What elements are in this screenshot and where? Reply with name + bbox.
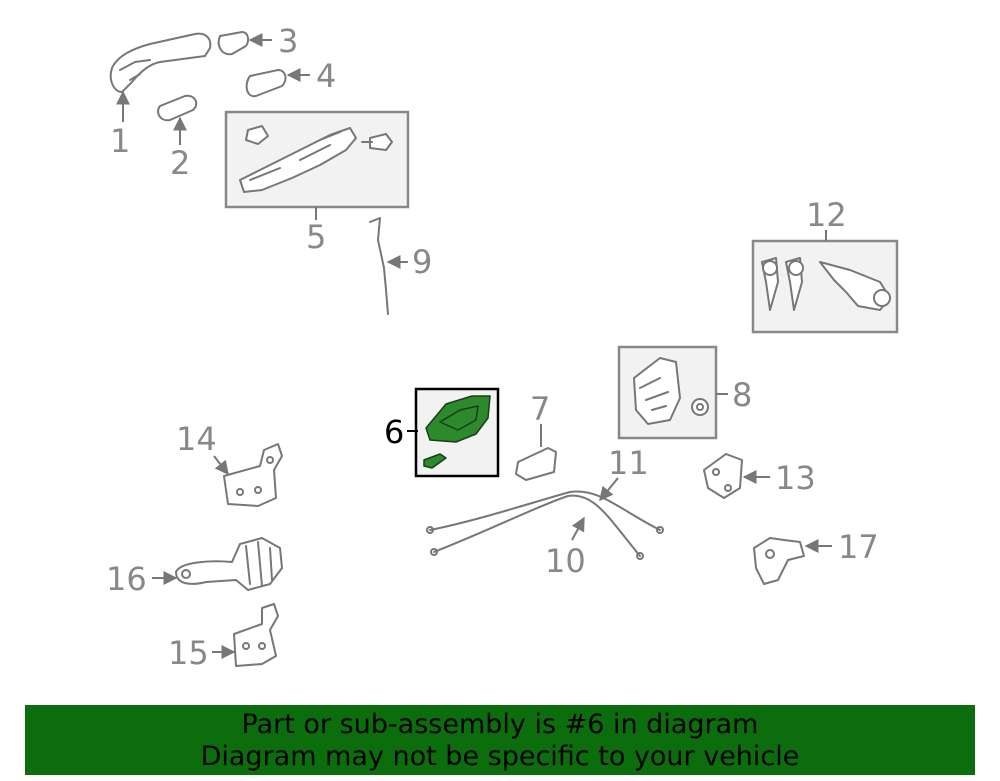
- callout-4: 4: [316, 57, 336, 95]
- part-8-latch-assembly[interactable]: 8: [617, 345, 752, 440]
- callout-11: 11: [608, 444, 649, 482]
- part-2-handle-pad[interactable]: 2: [157, 94, 198, 182]
- banner-line-2: Diagram may not be specific to your vehi…: [200, 741, 800, 772]
- callout-7: 7: [530, 390, 550, 428]
- info-banner: Part or sub-assembly is #6 in diagram Di…: [25, 705, 975, 775]
- part-13-striker[interactable]: 13: [703, 453, 816, 499]
- part-12-lock-cylinder-set[interactable]: 12: [751, 196, 899, 334]
- part-14-upper-hinge[interactable]: 14: [176, 420, 283, 507]
- part-9-rod[interactable]: 9: [369, 217, 432, 315]
- parts-diagram: 1 2 3 4 5 9: [106, 22, 899, 672]
- callout-3: 3: [278, 22, 298, 60]
- part-17-switch[interactable]: 17: [753, 528, 879, 585]
- callout-15: 15: [168, 634, 209, 672]
- banner-line-1: Part or sub-assembly is #6 in diagram: [241, 709, 759, 740]
- part-7-pad[interactable]: 7: [515, 390, 557, 481]
- part-4-pad[interactable]: 4: [245, 57, 337, 98]
- callout-14: 14: [176, 420, 217, 458]
- callout-6: 6: [384, 413, 404, 451]
- callout-16: 16: [106, 560, 147, 598]
- part-1-outside-handle[interactable]: 1: [109, 32, 212, 160]
- part-6-inside-handle[interactable]: 6: [384, 387, 500, 478]
- callout-8: 8: [732, 376, 752, 414]
- part-3-cap[interactable]: 3: [217, 22, 299, 60]
- part-5-handle-frame[interactable]: 5: [224, 110, 410, 256]
- callout-9: 9: [412, 243, 432, 281]
- callout-10: 10: [545, 542, 586, 580]
- callout-2: 2: [170, 144, 190, 182]
- callout-17: 17: [838, 528, 879, 566]
- part-15-lower-hinge[interactable]: 15: [168, 603, 279, 672]
- part-16-door-check[interactable]: 16: [106, 537, 283, 598]
- callout-13: 13: [775, 459, 816, 497]
- callout-1: 1: [110, 122, 130, 160]
- callout-12: 12: [806, 196, 847, 234]
- part-10-11-cables[interactable]: 11 10: [426, 444, 664, 580]
- callout-5: 5: [306, 218, 326, 256]
